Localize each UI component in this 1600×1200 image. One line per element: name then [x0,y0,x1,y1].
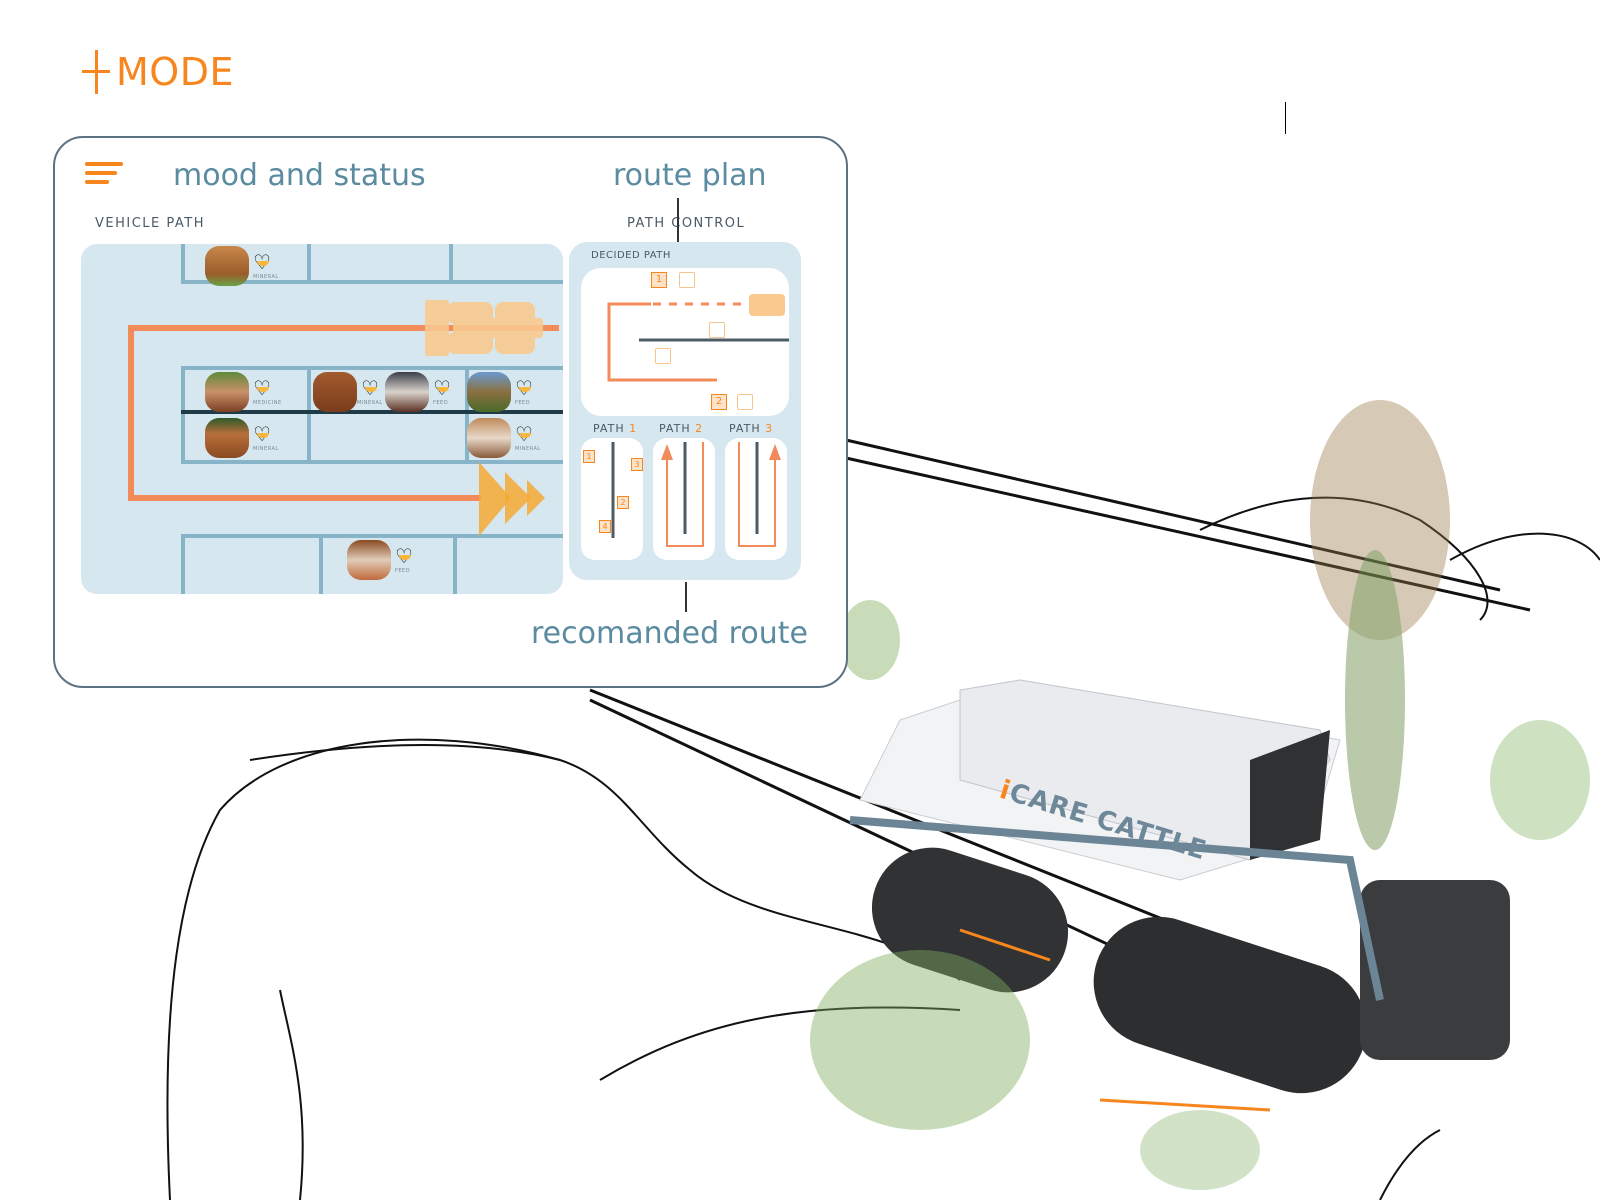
waypoint-marker: 1 [583,450,595,463]
cow-avatar[interactable] [205,418,249,458]
waypoint-slot[interactable] [709,322,725,338]
cow-need-label: FEED [395,568,411,574]
decided-path-label: DECIDED PATH [591,250,671,261]
cow-need-label: MINERAL [253,274,279,280]
leader-line [685,582,687,612]
mode-label: MODE [116,50,234,94]
feed-rail [181,410,563,414]
vegetation [810,400,1590,1190]
vehicle-path-line [128,325,559,501]
vehicle-icon [425,300,543,356]
heart-status-icon: ♡ [253,376,271,400]
waypoint-slot[interactable] [679,272,695,288]
vehicle-path-map[interactable]: ♡ MINERAL ♡ MEDICINE ♡ MINERAL ♡ FEED ♡ … [81,244,563,594]
heart-status-icon: ♡ [433,376,451,400]
heart-status-icon: ♡ [253,250,271,274]
heart-status-icon: ♡ [515,422,533,446]
cow-need-label: FEED [515,400,531,406]
vehicle-route-overlay [128,300,559,536]
path-option-label: PATH 1 [593,422,638,435]
panel-title-mood: mood and status [173,158,426,193]
cow-avatar[interactable] [347,540,391,580]
heart-status-icon: ♡ [395,544,413,568]
plus-icon[interactable] [82,50,110,94]
cow-need-label: MINERAL [357,400,383,406]
recommended-route-label: recomanded route [531,616,808,651]
cow-need-label: MEDICINE [253,400,282,406]
direction-arrow [479,462,511,536]
path-option-label: PATH 2 [659,422,704,435]
cow-sketch-back [249,744,561,761]
mode-header: MODE [82,50,234,94]
decided-path-card[interactable]: 1 2 [581,268,789,416]
cow-need-label: MINERAL [515,446,541,452]
cow-avatar[interactable] [205,246,249,286]
cow-avatar[interactable] [385,372,429,412]
cow-sketch-belly [599,1006,961,1081]
waypoint-slot[interactable] [737,394,753,410]
hamburger-menu-icon[interactable] [85,162,123,186]
heart-status-icon: ♡ [253,422,271,446]
path-control-caption: PATH CONTROL [627,216,746,231]
waypoint-marker: 4 [599,520,611,533]
heart-status-icon: ♡ [515,376,533,400]
direction-arrow [505,472,531,524]
cow-avatar[interactable] [467,372,511,412]
cow-sketch-outline [166,738,961,1200]
cow-need-label: FEED [433,400,449,406]
cow-sketch-far [1449,532,1600,561]
waypoint-marker[interactable]: 1 [651,272,667,288]
cow-avatar[interactable] [467,418,511,458]
divider-mark [1285,102,1286,134]
vehicle-path-caption: VEHICLE PATH [95,216,205,231]
waypoint-marker: 2 [617,496,629,509]
path-option-3[interactable] [725,438,787,560]
route-plan-pane: DECIDED PATH 1 2 PATH 1 PATH 2 PATH 3 1 … [569,242,801,580]
robot-illustration [849,679,1510,1112]
leader-line [677,198,679,248]
cow-sketch-leg [279,989,304,1200]
route-panel: mood and status route plan VEHICLE PATH … [53,136,848,688]
waypoint-marker[interactable]: 2 [711,394,727,410]
path-option-1[interactable]: 1 3 2 4 [581,438,643,560]
cow-avatar[interactable] [205,372,249,412]
path-option-label: PATH 3 [729,422,774,435]
panel-title-route: route plan [613,158,767,193]
direction-arrow [527,480,545,516]
waypoint-marker: 3 [631,458,643,471]
path-option-2[interactable] [653,438,715,560]
cow-need-label: MINERAL [253,446,279,452]
rail-line [845,438,1501,592]
waypoint-slot[interactable] [655,348,671,364]
cow-sketch-right [1199,496,1489,621]
heart-status-icon: ♡ [361,376,379,400]
cow-avatar[interactable] [313,372,357,412]
decided-path-diagram [607,294,789,382]
rail-line [845,456,1531,612]
